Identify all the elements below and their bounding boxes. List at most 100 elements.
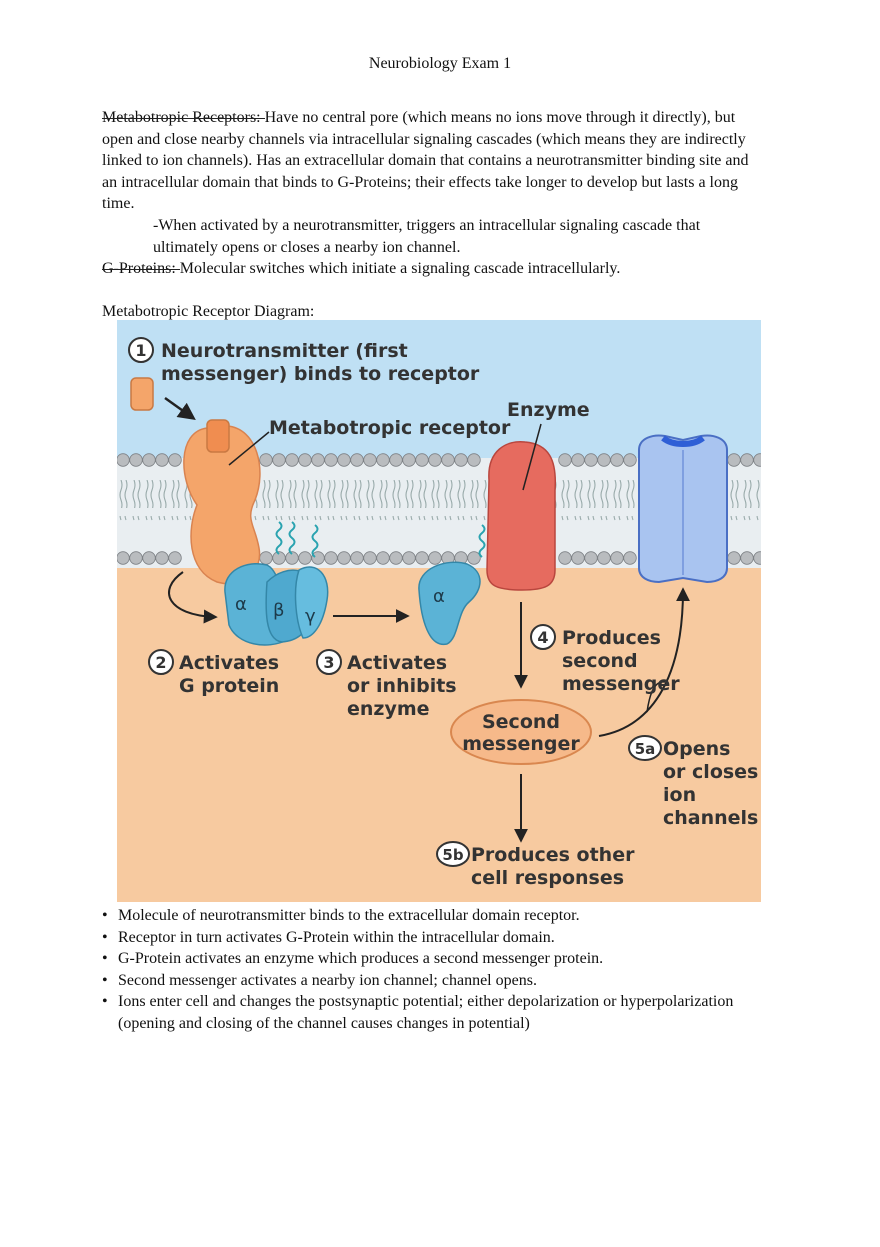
phospholipid-head: [168, 551, 182, 565]
phospholipid-head: [324, 453, 338, 467]
gproteins-term: G-Proteins:: [102, 260, 180, 277]
step3-text-2: or inhibits: [347, 675, 457, 697]
phospholipid-head: [311, 551, 325, 565]
phospholipid-head: [259, 453, 273, 467]
bullet-text: Ions enter cell and changes the postsyna…: [118, 993, 734, 1032]
step5a-badge: [628, 735, 662, 761]
step3-text-1: Activates: [347, 652, 447, 674]
second-messenger-label-1: Second: [482, 711, 560, 733]
phospholipid-head: [285, 453, 299, 467]
phospholipid-head: [285, 551, 299, 565]
phospholipid-head: [155, 551, 169, 565]
phospholipid-head: [740, 453, 754, 467]
step2-badge: [148, 649, 174, 675]
step1-text-2: messenger) binds to receptor: [161, 363, 480, 385]
bullet-icon: •: [102, 907, 108, 924]
step2-text-2: G protein: [179, 675, 279, 697]
step3-number: 3: [323, 653, 334, 672]
phospholipid-head: [727, 453, 741, 467]
list-item: •Receptor in turn activates G-Protein wi…: [102, 927, 762, 949]
term-strike-line: [102, 269, 180, 271]
membrane-bottom-heads: [117, 551, 761, 565]
alpha-subunit-active: α: [418, 561, 481, 645]
phospholipid-head: [129, 453, 143, 467]
step3-text-3: enzyme: [347, 698, 430, 720]
phospholipid-head: [337, 551, 351, 565]
enzyme-pointer-line: [522, 423, 542, 491]
phospholipid-head: [753, 551, 761, 565]
ion-channel: [638, 434, 728, 584]
alpha-label-active: α: [433, 586, 445, 607]
phospholipid-head: [467, 453, 481, 467]
enzyme: [486, 441, 557, 591]
phospholipid-head: [376, 453, 390, 467]
list-item: •Molecule of neurotransmitter binds to t…: [102, 905, 762, 927]
bullet-text: Receptor in turn activates G-Protein wit…: [118, 928, 555, 946]
phospholipid-head: [117, 453, 130, 467]
phospholipid-head: [597, 453, 611, 467]
membrane-top-heads: [117, 453, 761, 467]
phospholipid-head: [558, 551, 572, 565]
phospholipid-head: [311, 453, 325, 467]
metabotropic-definition: Have no central pore (which means no ion…: [102, 109, 749, 212]
binding-arrow: [164, 396, 196, 421]
step5b-text-1: Produces other: [471, 844, 635, 866]
phospholipid-head: [415, 453, 429, 467]
phospholipid-head: [597, 551, 611, 565]
step4-text-3: messenger: [562, 673, 680, 695]
gproteins-definition: Molecular switches which initiate a sign…: [179, 260, 621, 277]
step5a-text-3: ion: [663, 784, 696, 806]
phospholipid-head: [428, 551, 442, 565]
messenger-to-channel-arrow: [598, 587, 690, 737]
phospholipid-head: [389, 551, 403, 565]
term-strike-line: [102, 118, 265, 120]
phospholipid-head: [558, 453, 572, 467]
step5a-text-1: Opens: [663, 738, 730, 760]
document-header: Neurobiology Exam 1: [368, 55, 512, 72]
metabotropic-paragraph: Metabotropic Receptors: Have no central …: [102, 107, 762, 215]
lipid-anchors: [275, 521, 486, 558]
step1-number: 1: [135, 341, 146, 360]
step4-number: 4: [537, 628, 548, 647]
phospholipid-head: [129, 551, 143, 565]
gamma-label: γ: [305, 606, 316, 627]
phospholipid-head: [571, 551, 585, 565]
step5b-number: 5b: [442, 846, 463, 864]
phospholipid-head: [610, 453, 624, 467]
activation-note: -When activated by a neurotransmitter, t…: [153, 217, 701, 256]
phospholipid-head: [753, 453, 761, 467]
phospholipid-head: [259, 551, 273, 565]
phospholipid-head: [389, 453, 403, 467]
phospholipid-head: [363, 551, 377, 565]
enzyme-label: Enzyme: [507, 399, 590, 421]
bullet-text: G-Protein activates an enzyme which prod…: [118, 950, 604, 967]
phospholipid-head: [350, 551, 364, 565]
step5a-number: 5a: [635, 740, 656, 758]
phospholipid-head: [428, 453, 442, 467]
step4-text-2: second: [562, 650, 638, 672]
gproteins-term-text: G-Proteins:: [102, 260, 180, 277]
step5a-text-2: or closes: [663, 761, 758, 783]
step5b-badge: [436, 841, 470, 867]
phospholipid-head: [142, 551, 156, 565]
phospholipid-head: [454, 453, 468, 467]
bullet-icon: •: [102, 971, 108, 989]
bullet-text: Second messenger activates a nearby ion …: [118, 971, 537, 989]
list-item: • Second messenger activates a nearby ion…: [102, 970, 762, 992]
phospholipid-head: [571, 453, 585, 467]
phospholipid-head: [584, 453, 598, 467]
g-protein-complex: α β γ: [224, 563, 329, 646]
metabotropic-receptor: [183, 419, 261, 585]
phospholipid-head: [415, 551, 429, 565]
second-messenger-label-2: messenger: [462, 733, 580, 755]
list-item: • G-Protein activates an enzyme which pro…: [102, 948, 762, 970]
summary-bullet-list: •Molecule of neurotransmitter binds to t…: [102, 905, 762, 1034]
phospholipid-head: [402, 453, 416, 467]
phospholipid-head: [623, 453, 637, 467]
phospholipid-head: [324, 551, 338, 565]
second-messenger-oval: [450, 699, 592, 765]
step4-text-1: Produces: [562, 627, 661, 649]
phospholipid-head: [272, 551, 286, 565]
gproteins-paragraph: G-Proteins: Molecular switches which ini…: [102, 258, 762, 280]
bullet-icon: •: [102, 950, 108, 967]
